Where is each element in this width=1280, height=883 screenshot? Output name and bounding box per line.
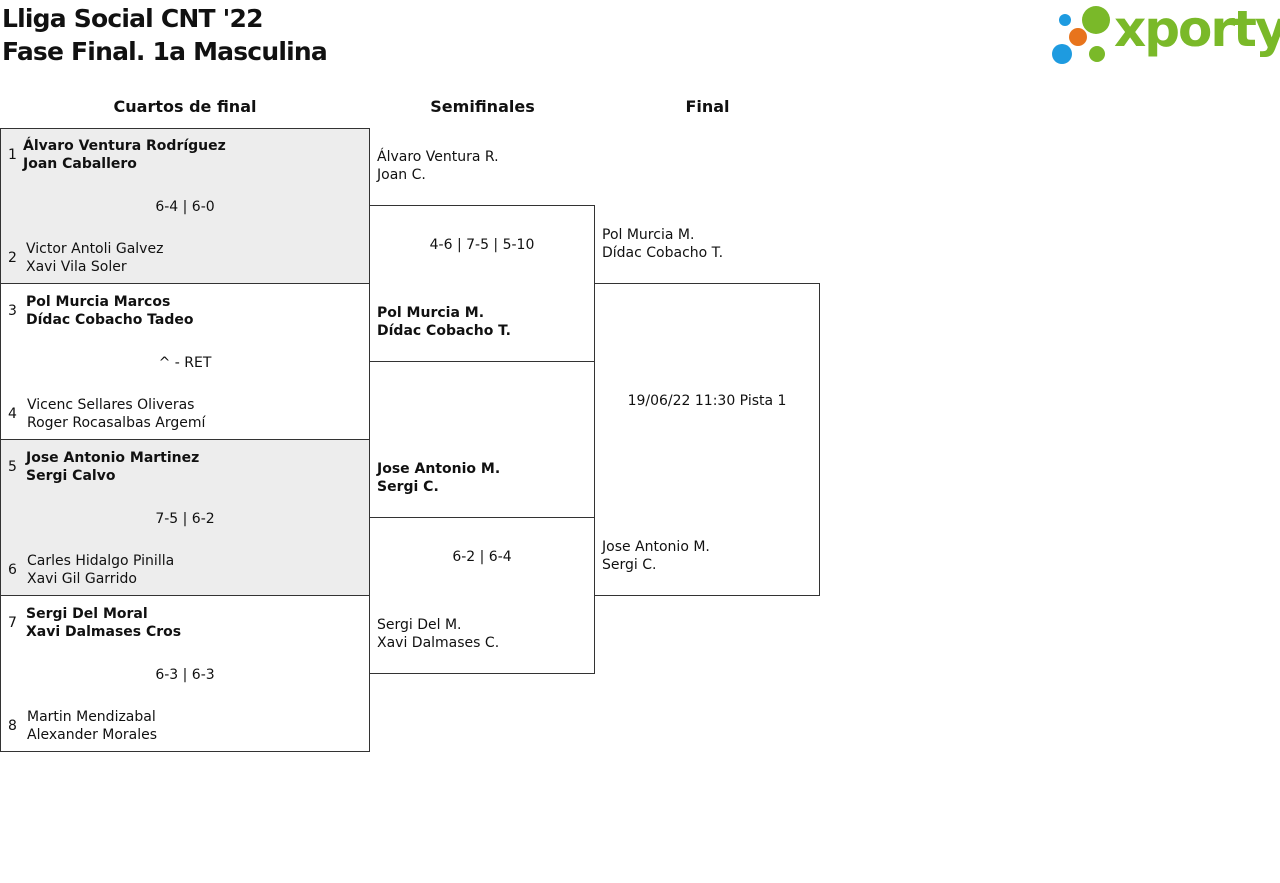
logo-dot-blue-small-icon <box>1059 14 1071 26</box>
player-name: Pol Murcia M. <box>377 305 485 321</box>
semifinal-match-1[interactable]: 4-6 | 7-5 | 5-10 Pol Murcia M. Dídac Cob… <box>369 205 595 362</box>
seed-number: 5 <box>8 459 17 475</box>
player-name: Álvaro Ventura R. <box>377 149 499 165</box>
player-name: Victor Antoli Galvez <box>26 241 164 257</box>
match-score: 6-4 | 6-0 <box>155 199 215 215</box>
quarterfinal-match-4[interactable]: 7 Sergi Del Moral Xavi Dalmases Cros 6-3… <box>0 595 370 752</box>
final-team-a: Pol Murcia M. Dídac Cobacho T. <box>602 226 723 262</box>
semifinal-match-2[interactable]: 6-2 | 6-4 Sergi Del M. Xavi Dalmases C. <box>369 517 595 674</box>
final-match[interactable]: 19/06/22 11:30 Pista 1 Jose Antonio M. S… <box>594 283 820 596</box>
final-team-b: Jose Antonio M. Sergi C. <box>602 538 710 574</box>
seed-number: 3 <box>8 303 17 319</box>
player-name: Jose Antonio M. <box>377 461 501 477</box>
player-name: Sergi Calvo <box>26 468 116 484</box>
player-name: Vicenc Sellares Oliveras <box>27 397 195 413</box>
player-name: Dídac Cobacho T. <box>377 323 511 339</box>
team-winner: Sergi Del Moral Xavi Dalmases Cros <box>26 605 181 641</box>
round-header-quarterfinals: Cuartos de final <box>113 97 257 116</box>
round-header-semifinals: Semifinales <box>430 97 535 116</box>
player-name: Dídac Cobacho Tadeo <box>26 312 194 328</box>
team-winner: Pol Murcia M. Dídac Cobacho T. <box>377 304 511 340</box>
seed-number: 8 <box>8 718 17 734</box>
team-winner: Pol Murcia Marcos Dídac Cobacho Tadeo <box>26 293 194 329</box>
quarterfinal-match-3[interactable]: 5 Jose Antonio Martinez Sergi Calvo 7-5 … <box>0 439 370 596</box>
player-name: Xavi Dalmases C. <box>377 635 500 651</box>
player-name: Pol Murcia Marcos <box>26 294 171 310</box>
player-name: Xavi Vila Soler <box>26 259 127 275</box>
match-score: 7-5 | 6-2 <box>155 511 215 527</box>
player-name: Xavi Gil Garrido <box>27 571 137 587</box>
logo-dot-orange-icon <box>1069 28 1087 46</box>
team-loser: Vicenc Sellares Oliveras Roger Rocasalba… <box>27 396 205 432</box>
player-name: Alexander Morales <box>27 727 158 743</box>
match-score: 6-3 | 6-3 <box>155 667 215 683</box>
player-name: Sergi Del Moral <box>26 606 148 622</box>
seed-number: 1 <box>8 147 17 163</box>
team-winner: Álvaro Ventura Rodríguez Joan Caballero <box>23 137 226 173</box>
player-name: Jose Antonio M. <box>602 539 710 555</box>
player-name: Sergi C. <box>602 557 657 573</box>
seed-number: 7 <box>8 615 17 631</box>
player-name: Martin Mendizabal <box>27 709 156 725</box>
player-name: Álvaro Ventura Rodríguez <box>23 138 226 154</box>
team-winner: Jose Antonio Martinez Sergi Calvo <box>26 449 199 485</box>
page-title: Lliga Social CNT '22 <box>2 4 264 33</box>
match-score: 6-2 | 6-4 <box>452 549 512 565</box>
team-loser: Martin Mendizabal Alexander Morales <box>27 708 157 744</box>
player-name: Sergi C. <box>377 479 439 495</box>
player-name: Pol Murcia M. <box>602 227 695 243</box>
semifinal-2-team-winner: Jose Antonio M. Sergi C. <box>377 460 500 496</box>
logo-dot-blue-icon <box>1052 44 1072 64</box>
player-name: Sergi Del M. <box>377 617 462 633</box>
quarterfinal-match-2[interactable]: 3 Pol Murcia Marcos Dídac Cobacho Tadeo … <box>0 283 370 440</box>
player-name: Roger Rocasalbas Argemí <box>27 415 206 431</box>
match-score: ^ - RET <box>158 355 212 371</box>
team-loser: Victor Antoli Galvez Xavi Vila Soler <box>26 240 163 276</box>
round-header-final: Final <box>685 97 730 116</box>
logo-text: xporty <box>1114 0 1280 58</box>
player-name: Joan Caballero <box>23 156 137 172</box>
seed-number: 4 <box>8 406 17 422</box>
logo-dot-green-small-icon <box>1089 46 1105 62</box>
xporty-logo[interactable]: xporty <box>1052 0 1280 66</box>
player-name: Joan C. <box>377 167 426 183</box>
semifinal-1-team-a: Álvaro Ventura R. Joan C. <box>377 148 499 184</box>
page-subtitle: Fase Final. 1a Masculina <box>2 37 328 66</box>
team-loser: Sergi Del M. Xavi Dalmases C. <box>377 616 499 652</box>
match-score: 4-6 | 7-5 | 5-10 <box>429 237 535 253</box>
player-name: Xavi Dalmases Cros <box>26 624 182 640</box>
player-name: Jose Antonio Martinez <box>26 450 200 466</box>
seed-number: 6 <box>8 562 17 578</box>
player-name: Carles Hidalgo Pinilla <box>27 553 175 569</box>
quarterfinal-match-1[interactable]: 1 Álvaro Ventura Rodríguez Joan Caballer… <box>0 128 370 284</box>
logo-dot-green-icon <box>1082 6 1110 34</box>
team-loser: Carles Hidalgo Pinilla Xavi Gil Garrido <box>27 552 174 588</box>
match-schedule: 19/06/22 11:30 Pista 1 <box>627 393 787 409</box>
player-name: Dídac Cobacho T. <box>602 245 724 261</box>
seed-number: 2 <box>8 250 17 266</box>
